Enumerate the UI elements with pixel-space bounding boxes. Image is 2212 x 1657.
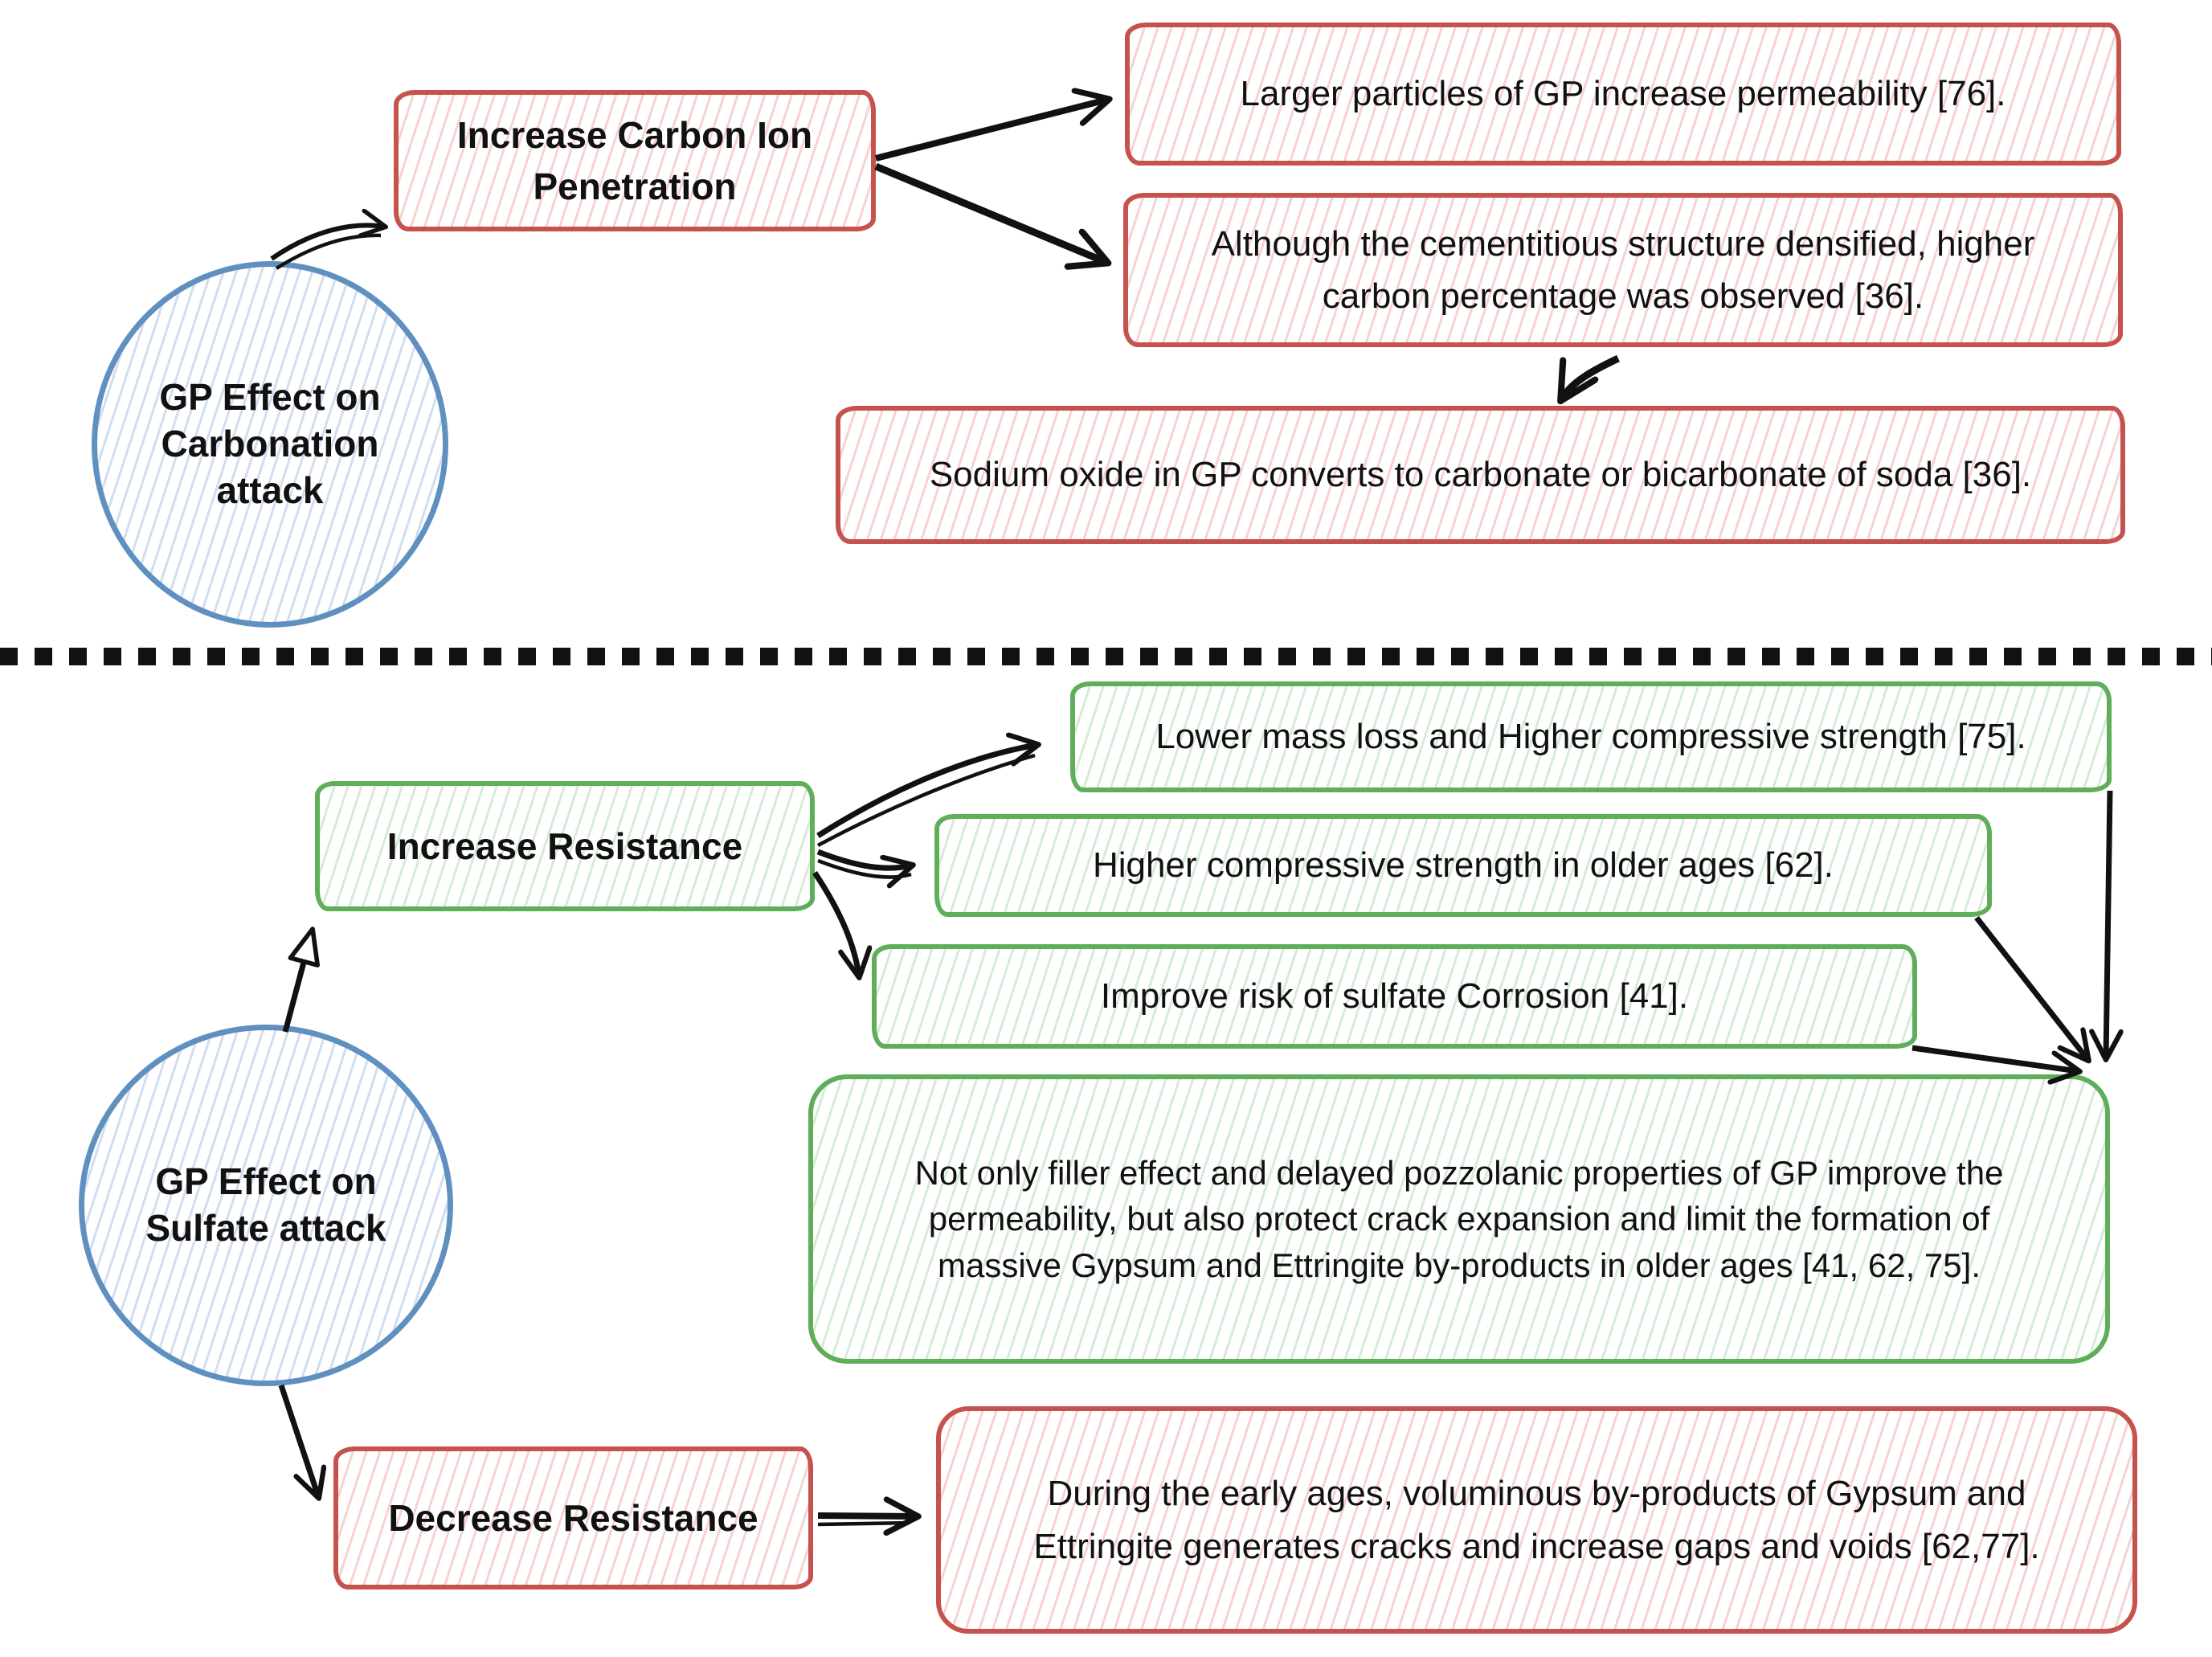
decrease-resistance-node: Decrease Resistance [333, 1446, 813, 1589]
finding-text-line: permeability, but also protect crack exp… [928, 1200, 1990, 1238]
finding-text-line: Lower mass loss and Higher compressive s… [1155, 717, 2026, 757]
finding-text-line: Not only filler effect and delayed pozzo… [914, 1154, 2004, 1193]
carbonation-finding-2: Although the cementitious structure dens… [1123, 193, 2123, 347]
sulfate-increase-finding-2: Higher compressive strength in older age… [934, 814, 1992, 917]
finding-text-line: Although the cementitious structure dens… [1211, 223, 2035, 264]
carbonation-hub: GP Effect on Carbonation attack [92, 261, 448, 628]
sulfate-increase-finding-1: Lower mass loss and Higher compressive s… [1070, 681, 2112, 792]
sulfate-increase-finding-4: Not only filler effect and delayed pozzo… [808, 1074, 2110, 1364]
hub-label-line: Sulfate attack [145, 1207, 386, 1249]
finding-text-line: During the early ages, voluminous by-pro… [1047, 1474, 2026, 1514]
cause-label-line: Penetration [533, 166, 737, 207]
increase-resistance-node: Increase Resistance [315, 781, 815, 911]
finding-text-line: Higher compressive strength in older age… [1092, 845, 1834, 886]
hub-label-line: GP Effect on [155, 1160, 377, 1203]
cause-label-line: Increase Carbon Ion [456, 113, 813, 156]
node-label: Decrease Resistance [388, 1496, 758, 1539]
sulfate-decrease-finding-1: During the early ages, voluminous by-pro… [936, 1406, 2137, 1634]
hub-label-line: Carbonation [161, 423, 379, 465]
sulfate-hub: GP Effect on Sulfate attack [79, 1025, 453, 1386]
finding-text-line: carbon percentage was observed [36]. [1322, 276, 1924, 316]
finding-text-line: Larger particles of GP increase permeabi… [1240, 74, 2006, 114]
finding-text-line: Improve risk of sulfate Corrosion [41]. [1100, 976, 1689, 1017]
carbonation-cause-node: Increase Carbon Ion Penetration [394, 90, 876, 231]
hub-label-line: attack [216, 468, 324, 511]
carbonation-finding-1: Larger particles of GP increase permeabi… [1125, 23, 2121, 166]
hub-label-line: GP Effect on [159, 376, 381, 419]
finding-text-line: Ettringite generates cracks and increase… [1033, 1526, 2040, 1566]
finding-text-line: Sodium oxide in GP converts to carbonate… [929, 455, 2032, 495]
section-divider [0, 648, 2212, 665]
finding-text-line: massive Gypsum and Ettringite by-product… [937, 1246, 1981, 1284]
node-label: Increase Resistance [386, 824, 743, 867]
carbonation-finding-3: Sodium oxide in GP converts to carbonate… [836, 406, 2125, 544]
sulfate-increase-finding-3: Improve risk of sulfate Corrosion [41]. [872, 944, 1917, 1049]
